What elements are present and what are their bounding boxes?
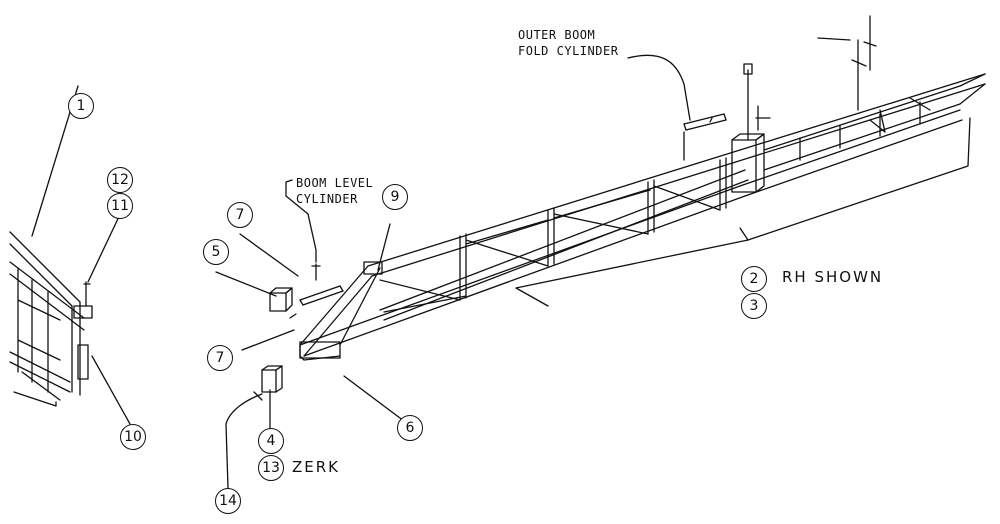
callout-7-lower: 7 (207, 345, 233, 371)
callout-12: 12 (107, 167, 133, 193)
rh-shown-label: RH SHOWN (782, 268, 884, 286)
callout-7-upper: 7 (227, 202, 253, 228)
callout-14: 14 (215, 488, 241, 514)
callout-1: 1 (68, 93, 94, 119)
boom-level-label-line2: CYLINDER (296, 192, 358, 206)
zerk-label: ZERK (292, 458, 341, 476)
boom-level-cylinder-group (254, 264, 343, 400)
callout-4: 4 (258, 428, 284, 454)
callout-6: 6 (397, 415, 423, 441)
callout-11: 11 (107, 193, 133, 219)
callout-5: 5 (203, 239, 229, 265)
callout-13: 13 (258, 455, 284, 481)
boom-level-label-line1: BOOM LEVEL (296, 176, 374, 190)
callout-9: 9 (382, 184, 408, 210)
center-frame (10, 232, 92, 406)
outer-boom-fold-cylinder (684, 114, 726, 160)
callout-10: 10 (120, 424, 146, 450)
callout-2: 2 (741, 266, 767, 292)
main-boom (300, 16, 985, 360)
outer-boom-label-line1: OUTER BOOM (518, 28, 596, 42)
outer-boom-label-line2: FOLD CYLINDER (518, 44, 619, 58)
leader-lines (32, 55, 970, 488)
callout-3: 3 (741, 293, 767, 319)
